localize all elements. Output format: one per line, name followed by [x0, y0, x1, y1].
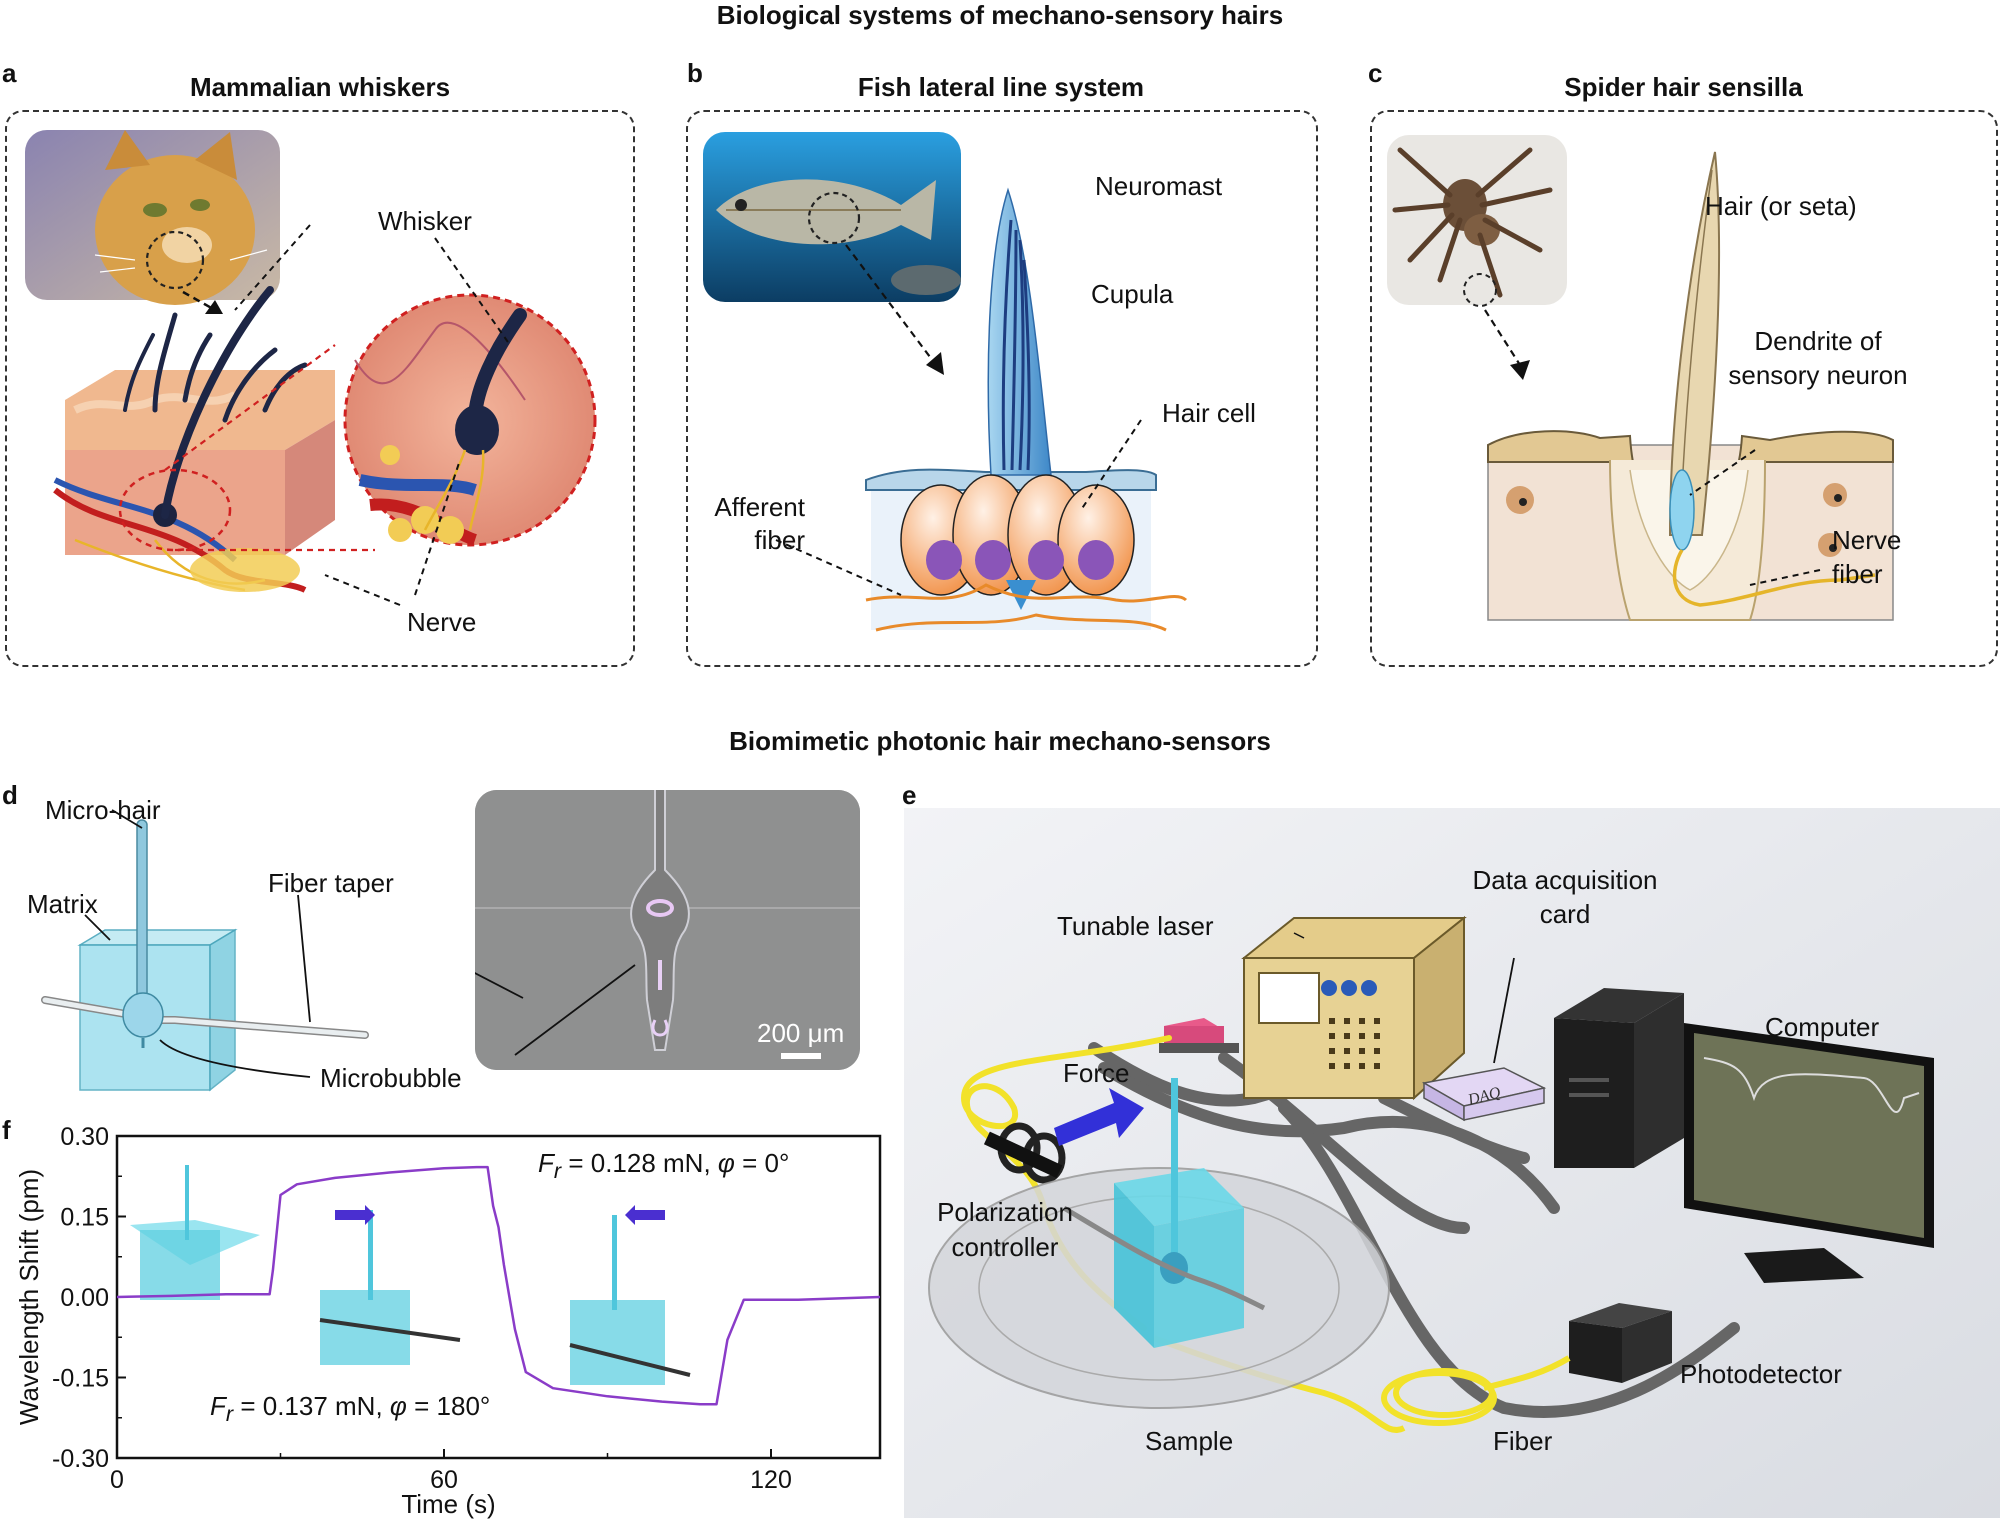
- fish-photo: [703, 132, 961, 302]
- force-arrow: [1054, 1088, 1144, 1146]
- microbubble-micrograph: [475, 790, 860, 1070]
- panel-a-frame: [5, 110, 635, 667]
- daq-card: [1421, 1067, 1547, 1122]
- label-microbubble: Microbubble: [320, 1063, 462, 1093]
- whisker-hairs: [123, 286, 308, 519]
- y-axis-title: Wavelength Shift (pm): [14, 1169, 44, 1425]
- scale-bar-label: 200 μm: [757, 1018, 845, 1048]
- y-tick-label: 0.30: [60, 1125, 109, 1151]
- label-nerve: Nerve: [407, 607, 477, 637]
- annotation-bottom: Fr = 0.137 mN, φ = 180°: [210, 1390, 490, 1428]
- y-tick-label: 0.00: [60, 1284, 109, 1312]
- phi-value: = 0°: [734, 1148, 790, 1178]
- label-daq-2: card: [1539, 899, 1591, 929]
- label-afferent: Afferent: [714, 492, 805, 522]
- force-symbol: F: [538, 1148, 554, 1178]
- panel-c-letter: c: [1368, 58, 1383, 88]
- label-polarization-1: Polarization: [937, 1197, 1073, 1227]
- hair-cells: [900, 474, 1135, 610]
- label-polarization-2: controller: [951, 1232, 1059, 1262]
- panel-b-letter: b: [687, 58, 703, 88]
- y-tick-label: 0.15: [60, 1204, 109, 1232]
- label-sensory-neuron: sensory neuron: [1728, 360, 1908, 390]
- panel-a-title: Mammalian whiskers: [189, 72, 451, 102]
- force-value: = 0.128 mN,: [561, 1148, 718, 1178]
- label-micro-hair: Micro-hair: [45, 795, 161, 825]
- label-afferent-fiber: fiber: [754, 525, 805, 555]
- sample-cube: [1114, 1078, 1244, 1348]
- panel-b-illustration: [703, 132, 1188, 632]
- annotation-top: Fr = 0.128 mN, φ = 0°: [538, 1147, 789, 1185]
- label-fiber: Fiber: [1493, 1426, 1553, 1456]
- label-cupula: Cupula: [1091, 279, 1174, 309]
- panel-c-illustration: [1387, 135, 1894, 621]
- wavelength-shift-trace: [116, 1165, 881, 1406]
- panel-a-letter: a: [2, 58, 17, 88]
- zoom-circle: [343, 293, 597, 547]
- cat-photo: [25, 130, 280, 305]
- label-whisker: Whisker: [378, 206, 472, 236]
- x-axis-title: Time (s): [401, 1489, 495, 1519]
- phi-symbol: φ: [717, 1148, 735, 1178]
- y-tick-label: -0.30: [52, 1445, 109, 1473]
- panel-c-title: Spider hair sensilla: [1564, 72, 1803, 102]
- bottom-title: Biomimetic photonic hair mechano-sensors: [729, 726, 1271, 756]
- phi-symbol: φ: [389, 1391, 407, 1421]
- label-computer: Computer: [1765, 1012, 1880, 1042]
- label-hair-cell: Hair cell: [1162, 398, 1256, 428]
- label-fiber-taper: Fiber taper: [268, 868, 394, 898]
- panel-d-letter: d: [2, 780, 18, 810]
- top-title: Biological systems of mechano-sensory ha…: [716, 0, 1284, 30]
- label-matrix: Matrix: [27, 889, 98, 919]
- y-tick-label: -0.15: [52, 1365, 109, 1393]
- polarization-controller: [983, 1122, 1066, 1184]
- label-sample: Sample: [1145, 1426, 1234, 1456]
- panel-e-setup: [904, 808, 2000, 1518]
- tunable-laser: [1241, 915, 1467, 1101]
- panel-c-frame: [1370, 110, 1998, 667]
- panel-b-title: Fish lateral line system: [857, 72, 1145, 102]
- label-photodetector: Photodetector: [1680, 1359, 1842, 1389]
- panel-e-letter: e: [902, 780, 917, 810]
- force-subscript: r: [553, 1158, 562, 1184]
- x-tick-label: 60: [430, 1466, 458, 1494]
- label-nerve-fiber-c: fiber: [1832, 559, 1883, 589]
- panel-a-illustration: [25, 130, 597, 606]
- label-tunable-laser: Tunable laser: [1057, 911, 1214, 941]
- x-tick-label: 120: [750, 1466, 792, 1494]
- panel-d-schematic: [41, 809, 369, 1092]
- spider-photo: [1387, 135, 1567, 307]
- panel-b-frame: [686, 110, 1318, 667]
- chart-series: [116, 1165, 881, 1406]
- phi-value: = 180°: [406, 1391, 491, 1421]
- skin-block: [53, 370, 335, 593]
- computer-monitor: [1684, 1023, 1934, 1283]
- computer-tower: [1554, 988, 1684, 1168]
- label-nerve-c: Nerve: [1832, 525, 1902, 555]
- x-tick-label: 0: [110, 1466, 124, 1494]
- label-hair-seta: Hair (or seta): [1705, 191, 1857, 221]
- sample-insets: [130, 1165, 691, 1385]
- label-daq-1: Data acquisition: [1472, 865, 1658, 895]
- force-subscript: r: [225, 1401, 234, 1427]
- panel-f-letter: f: [2, 1115, 11, 1145]
- label-force: Force: [1063, 1058, 1130, 1088]
- force-value: = 0.137 mN,: [233, 1391, 390, 1421]
- label-dendrite-of: Dendrite of: [1754, 326, 1882, 356]
- photodetector: [1569, 1303, 1672, 1383]
- label-neuromast: Neuromast: [1095, 171, 1223, 201]
- force-symbol: F: [210, 1391, 226, 1421]
